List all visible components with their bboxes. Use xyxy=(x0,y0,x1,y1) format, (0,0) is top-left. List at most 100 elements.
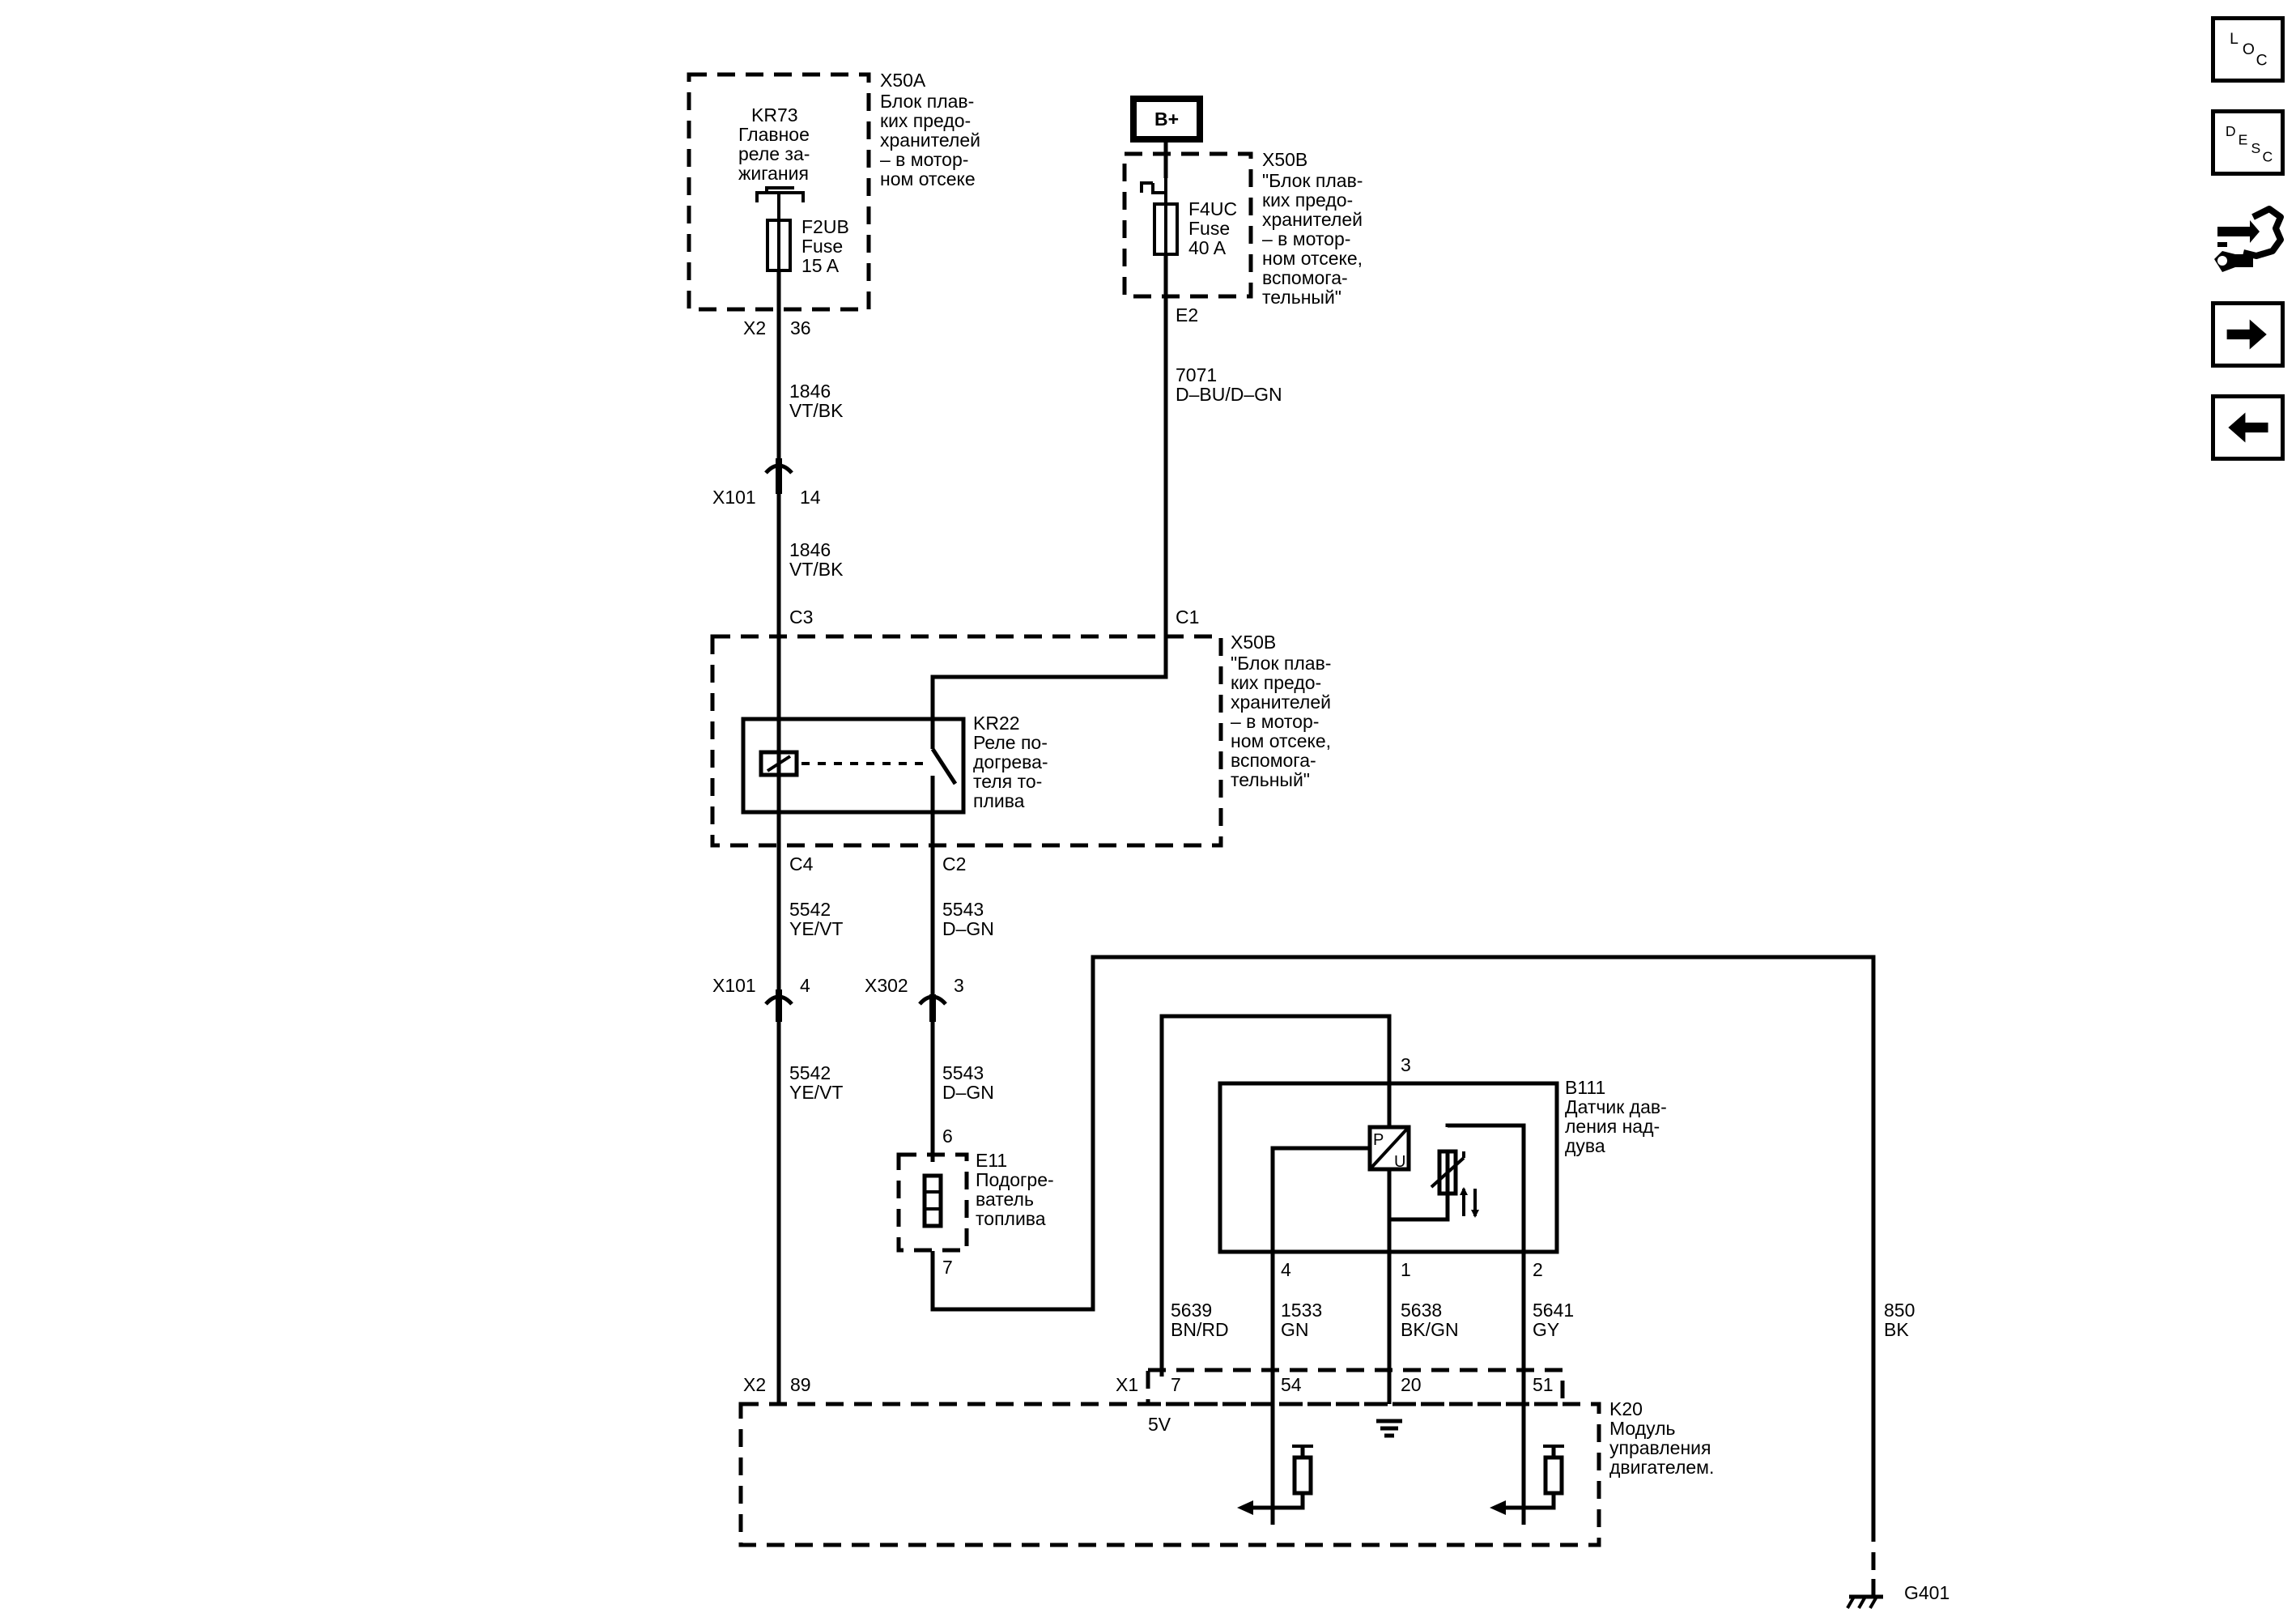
kr73-id: KR73 xyxy=(751,104,798,126)
b111-name-1: Датчик дав- xyxy=(1565,1096,1667,1117)
loc-letter-l: L xyxy=(2230,31,2239,48)
b111-pin-4: 4 xyxy=(1281,1259,1291,1280)
relay-switch-icon xyxy=(930,719,958,812)
f2ub-label-3: 15 A xyxy=(801,255,840,276)
k20-name-2: управления xyxy=(1609,1437,1711,1458)
x50b-relay-desc-2: ких предо- xyxy=(1231,672,1321,693)
x50b-relay-id: X50B xyxy=(1231,632,1276,653)
wire-5543-b-color: D–GN xyxy=(942,1082,994,1103)
x50a-desc-5: ном отсеке xyxy=(880,168,976,189)
connector-wrench-icon xyxy=(2214,206,2284,272)
x50b-top-fuse-block: X50B "Блок плав- ких предо- хранителей –… xyxy=(1122,149,1363,326)
wire-5638-color: BK/GN xyxy=(1401,1319,1459,1340)
desc-letter-s: S xyxy=(2251,140,2260,156)
engine-control-module-k20: X2 89 X1 7 54 20 51 5V K20 Модуль управл… xyxy=(738,1368,1714,1547)
ecm-x1-pin-51: 51 xyxy=(1533,1374,1554,1395)
wire-5543-b-num: 5543 xyxy=(942,1062,984,1083)
fuel-heater-e11: 6 7 E11 Подогре- ватель топлива xyxy=(896,1126,1054,1278)
relay-pin-c1: C1 xyxy=(1176,606,1199,628)
wire-5542-a-color: YE/VT xyxy=(789,918,843,939)
x50b-top-desc-4: – в мотор- xyxy=(1262,228,1350,249)
heater-element-icon xyxy=(922,1173,943,1228)
x50b-top-desc-1: "Блок плав- xyxy=(1262,170,1363,191)
wire-5641-num: 5641 xyxy=(1533,1300,1574,1321)
x50b-top-pin-e2: E2 xyxy=(1176,304,1198,326)
wire-850-num: 850 xyxy=(1884,1300,1915,1321)
transducer-p: P xyxy=(1373,1131,1384,1149)
e11-id: E11 xyxy=(976,1150,1007,1171)
battery-label: B+ xyxy=(1154,109,1179,130)
ecm-x1-pin-7: 7 xyxy=(1171,1374,1181,1395)
x50a-fuse-block: X50A Блок плав- ких предо- хранителей – … xyxy=(687,70,980,338)
wire-7071-num: 7071 xyxy=(1176,364,1217,385)
boost-pressure-sensor-b111: 3 B111 Датчик дав- ления над- дува P U xyxy=(1218,1054,1667,1280)
next-page-button[interactable] xyxy=(2211,301,2285,368)
pullup-resistor-right-icon xyxy=(1524,1445,1564,1510)
relay-pin-c3: C3 xyxy=(789,606,813,628)
x50b-top-id: X50B xyxy=(1262,149,1307,170)
x50b-relay-desc-6: вспомога- xyxy=(1231,750,1316,771)
wire-5543-a-num: 5543 xyxy=(942,899,984,920)
wire-7071-color: D–BU/D–GN xyxy=(1176,384,1282,405)
wire-5638-num: 5638 xyxy=(1401,1300,1442,1321)
b111-name-2: ления над- xyxy=(1565,1116,1660,1137)
desc-letter-c: C xyxy=(2263,149,2273,165)
wire-1533-color: GN xyxy=(1281,1319,1309,1340)
x50b-top-desc-7: тельный" xyxy=(1262,287,1341,308)
x50a-desc-3: хранителей xyxy=(880,130,980,151)
arrow-right-icon xyxy=(2226,319,2267,350)
x50b-relay-desc-1: "Блок плав- xyxy=(1231,653,1331,674)
e11-name-2: ватель xyxy=(976,1189,1034,1210)
ecm-x1-id: X1 xyxy=(1116,1374,1138,1395)
x50b-top-desc-2: ких предо- xyxy=(1262,189,1353,211)
ecm-x2-id: X2 xyxy=(743,1374,766,1395)
pressure-transducer-icon: P U xyxy=(1367,1125,1411,1172)
description-button[interactable]: D E S C xyxy=(2211,109,2285,176)
x101-a-id: X101 xyxy=(712,487,756,508)
variable-resistor-icon xyxy=(1430,1149,1479,1218)
arrow-left-icon xyxy=(2228,412,2268,443)
wire-1846-a-num: 1846 xyxy=(789,381,831,402)
e11-pin-6: 6 xyxy=(942,1126,953,1147)
location-button[interactable]: L O C xyxy=(2211,16,2285,83)
wire-5641-color: GY xyxy=(1533,1319,1559,1340)
e11-pin-7: 7 xyxy=(942,1257,953,1278)
x50b-top-desc-6: вспомога- xyxy=(1262,267,1348,288)
x50a-desc-2: ких предо- xyxy=(880,110,971,131)
desc-letter-e: E xyxy=(2239,132,2248,148)
x50b-relay-desc-5: ном отсеке, xyxy=(1231,730,1331,751)
x50b-relay-block: C3 C1 C4 C2 X50B "Блок плав- ких предо- … xyxy=(710,606,1331,874)
wire-5542-a-num: 5542 xyxy=(789,899,831,920)
k20-name-1: Модуль xyxy=(1609,1418,1676,1439)
k20-id: K20 xyxy=(1609,1398,1643,1419)
kr22-name-3: теля то- xyxy=(973,771,1042,792)
ecm-5v-label: 5V xyxy=(1148,1414,1171,1435)
x101-connector-4: X101 4 xyxy=(712,975,810,1022)
f2ub-label-2: Fuse xyxy=(801,236,843,257)
ground-g401: G401 xyxy=(1846,1524,1949,1609)
wire-5542-b-color: YE/VT xyxy=(789,1082,843,1103)
x50a-desc-1: Блок плав- xyxy=(880,91,974,112)
b111-pin-1: 1 xyxy=(1401,1259,1411,1280)
f4uc-label-3: 40 A xyxy=(1188,237,1227,258)
kr73-name-3: жигания xyxy=(738,163,809,184)
wire-5543-a-color: D–GN xyxy=(942,918,994,939)
previous-page-button[interactable] xyxy=(2211,394,2285,461)
x302-id: X302 xyxy=(865,975,908,996)
b111-pin-2: 2 xyxy=(1533,1259,1543,1280)
connector-info-button[interactable] xyxy=(2211,202,2285,279)
x50a-desc-4: – в мотор- xyxy=(880,149,968,170)
x50b-relay-desc-4: – в мотор- xyxy=(1231,711,1319,732)
b111-id: B111 xyxy=(1565,1077,1605,1098)
wire-1846-b-num: 1846 xyxy=(789,539,831,560)
x101-connector-14: X101 14 xyxy=(712,458,821,508)
wire-1846-b-color: VT/BK xyxy=(789,559,844,580)
x50a-pin-36: 36 xyxy=(790,317,811,338)
wire-5542-b-num: 5542 xyxy=(789,1062,831,1083)
x50b-relay-desc-3: хранителей xyxy=(1231,691,1331,713)
loc-letter-c: C xyxy=(2256,52,2268,69)
e11-name-1: Подогре- xyxy=(976,1169,1054,1190)
wire-paths xyxy=(776,139,1876,1525)
x101-b-pin: 4 xyxy=(800,975,810,996)
